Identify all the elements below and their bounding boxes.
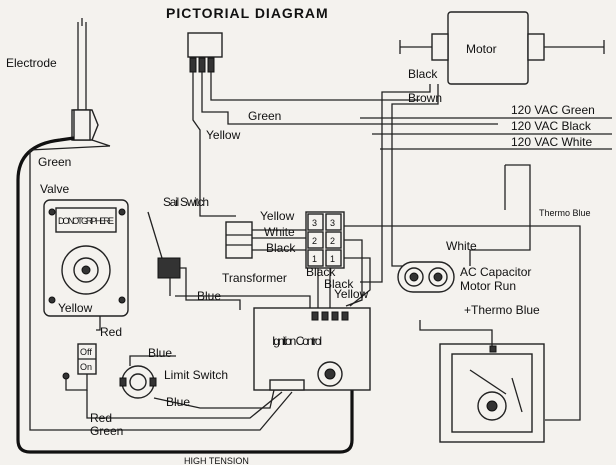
transformer-label: Transformer: [222, 271, 287, 285]
ignition-control-label-1: Ignition Control: [272, 334, 322, 348]
high-tension-label: HIGH TENSION: [184, 456, 249, 465]
thermostat: [439, 343, 545, 443]
top-green-label: Green: [248, 109, 281, 123]
switch-on-label: On: [80, 362, 92, 372]
ignition-control: Ignition Control: [253, 307, 371, 391]
limit-blue-label-2: Blue: [166, 395, 190, 409]
vac-black-label: 120 VAC Black: [511, 119, 592, 133]
terminal-2a: 2: [312, 236, 317, 246]
top-connector: [187, 32, 223, 73]
motor-brown-label: Brown: [408, 91, 442, 105]
ac-capacitor: AC Capacitor Motor Run: [397, 261, 531, 293]
motor-run-label: Motor Run: [460, 279, 516, 293]
terminal-1b: 1: [330, 254, 335, 264]
electrode: Electrode: [6, 18, 99, 141]
transformer: Transformer: [222, 221, 287, 285]
terminal-3b: 3: [330, 218, 335, 228]
limit-switch: Limit Switch: [119, 365, 228, 399]
lower-black-label-1: Black: [306, 265, 336, 279]
sail-switch-label-1: Sail Switch: [163, 195, 209, 209]
gas-valve: DO NOT GRIP HERE Valve: [40, 182, 129, 317]
limit-blue-label-1: Blue: [148, 346, 172, 360]
bottom-green-label: Green: [90, 424, 123, 438]
do-not-grip-label: DO NOT GRIP HERE: [58, 216, 114, 226]
terminal-2b: 2: [330, 236, 335, 246]
transformer-yellow-label: Yellow: [260, 209, 295, 223]
transformer-white-label: White: [264, 225, 295, 239]
white-mid-label: White: [446, 239, 477, 253]
thermo-blue-plus-label: +Thermo Blue: [464, 303, 540, 317]
thermo-blue-small-label: Thermo Blue: [539, 208, 591, 218]
electrode-green-label: Green: [38, 155, 71, 169]
lower-black-label-2: Black: [324, 277, 354, 291]
valve-yellow-label: Yellow: [58, 301, 93, 315]
motor-black-label: Black: [408, 67, 438, 81]
valve-red-label: Red: [100, 325, 122, 339]
electrode-label: Electrode: [6, 56, 57, 70]
diagram-title: PICTORIAL DIAGRAM: [166, 5, 329, 21]
valve-label: Valve: [40, 182, 69, 196]
terminal-3a: 3: [312, 218, 317, 228]
bottom-red-label: Red: [90, 411, 112, 425]
sail-switch: Sail Switch: [147, 195, 209, 296]
terminal-1a: 1: [312, 254, 317, 264]
transformer-black-label: Black: [266, 241, 296, 255]
vac-green-label: 120 VAC Green: [511, 103, 595, 117]
limit-switch-label: Limit Switch: [164, 368, 228, 382]
switch-off-label: Off: [80, 347, 92, 357]
terminal-block: 3 3 2 2 1 1: [305, 211, 345, 269]
motor: Motor: [399, 11, 605, 85]
top-yellow-label: Yellow: [206, 128, 241, 142]
off-on-switch: Off On: [62, 343, 97, 391]
vac-white-label: 120 VAC White: [511, 135, 592, 149]
lower-yellow-label: Yellow: [334, 287, 369, 301]
motor-label: Motor: [466, 42, 497, 56]
ac-capacitor-label: AC Capacitor: [460, 265, 531, 279]
